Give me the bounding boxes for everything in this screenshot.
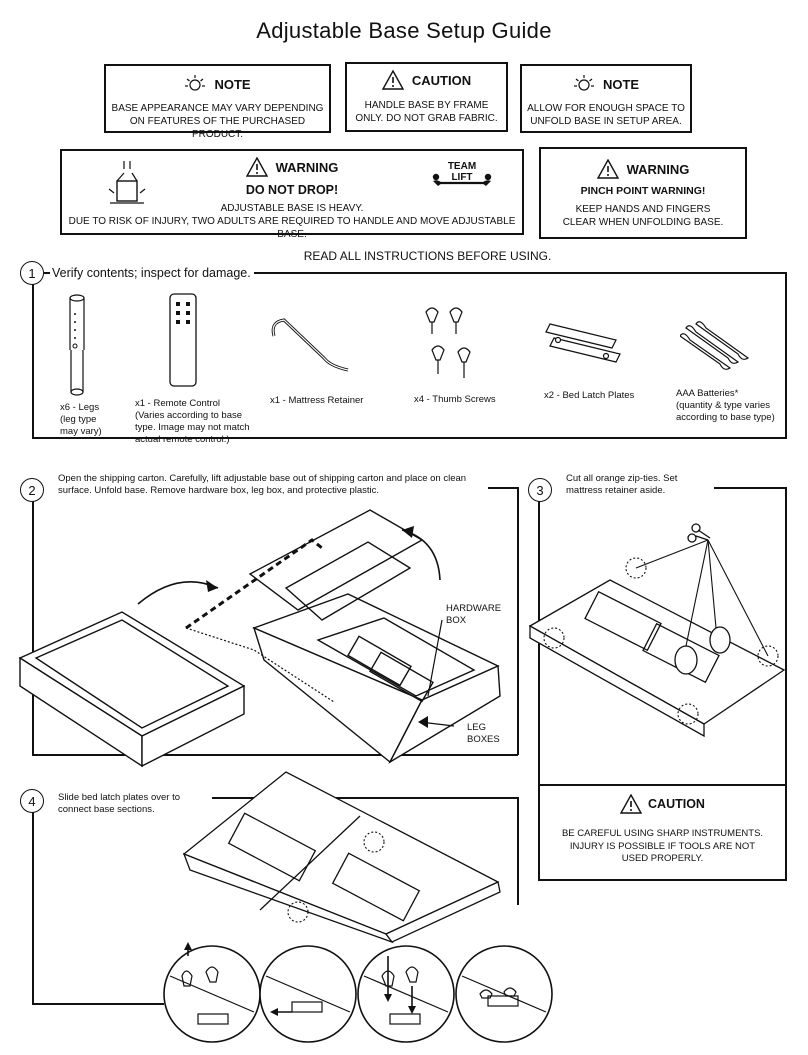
item-detail: actual remote control.) (135, 434, 230, 445)
label-line: BOX (446, 615, 467, 626)
warning-triangle-icon (596, 159, 619, 179)
step-instructions: Open the shipping carton. Carefully, lif… (58, 473, 466, 497)
item-qty: x1 - Remote Control (135, 398, 221, 409)
item-detail: type. Image may not match (135, 422, 250, 433)
item-detail: (quantity & type varies (676, 400, 770, 411)
team-lift-badge: TEAM LIFT (430, 161, 494, 186)
step-number: 3 (528, 478, 552, 502)
warning-line: KEEP HANDS AND FINGERS (575, 204, 711, 215)
caution-line: INJURY IS POSSIBLE IF TOOLS ARE NOT (569, 840, 756, 852)
item-detail: (leg type (60, 414, 97, 425)
note-line: BASE APPEARANCE MAY VARY DEPENDING (111, 103, 324, 114)
label-line: LEG (467, 722, 487, 733)
warning-triangle-icon (620, 794, 643, 814)
label-line: BOXES (467, 734, 500, 745)
dropped-box-icon (108, 161, 146, 204)
lightbulb-icon (185, 75, 206, 91)
note-box-space: NOTE ALLOW FOR ENOUGH SPACE TO UNFOLD BA… (520, 64, 692, 133)
step-line: Slide bed latch plates over to (58, 792, 180, 803)
item-caption-retainer: x1 - Mattress Retainer (270, 395, 363, 407)
hardware-box-label: HARDWARE BOX (446, 603, 501, 627)
leg-illustration (69, 294, 85, 396)
page-title: Adjustable Base Setup Guide (256, 18, 552, 43)
item-qty: x1 - Mattress Retainer (270, 395, 364, 406)
warning-subheading: PINCH POINT WARNING! (580, 185, 706, 197)
item-detail: (Varies according to base (135, 410, 243, 421)
step-line: Open the shipping carton. Carefully, lif… (58, 473, 467, 484)
note-line: UNFOLD BASE IN SETUP AREA. (530, 116, 682, 127)
note-box-appearance: NOTE BASE APPEARANCE MAY VARY DEPENDING … (104, 64, 331, 140)
item-qty: x4 - Thumb Screws (414, 394, 496, 405)
warning-box-drop: WARNING DO NOT DROP! ADJUSTABLE BASE IS … (60, 149, 524, 240)
item-caption-batteries: AAA Batteries* (quantity & type varies a… (676, 388, 775, 424)
warning-line: DUE TO RISK OF INJURY, TWO ADULTS ARE RE… (68, 216, 516, 240)
step-number: 1 (20, 261, 44, 285)
item-qty: AAA Batteries* (676, 388, 739, 399)
caution-box-handle: CAUTION HANDLE BASE BY FRAME ONLY. DO NO… (345, 62, 508, 132)
bed-latch-plates-illustration (545, 323, 621, 363)
step-line: Cut all orange zip-ties. Set (566, 473, 678, 484)
item-caption-latch-plates: x2 - Bed Latch Plates (544, 390, 634, 402)
caution-line: USED PROPERLY. (621, 853, 704, 864)
item-detail: may vary) (60, 426, 102, 437)
zip-tie-illustration (528, 523, 786, 738)
scissors-icon (687, 523, 711, 543)
team-lift-icon (432, 173, 492, 186)
warning-heading: WARNING (275, 159, 339, 175)
item-caption-thumb-screws: x4 - Thumb Screws (414, 394, 496, 406)
item-caption-remote: x1 - Remote Control (Varies according to… (135, 398, 250, 446)
step-number: 4 (20, 789, 44, 813)
caution-line: BE CAREFUL USING SHARP INSTRUMENTS. (561, 828, 764, 839)
caution-heading: CAUTION (411, 72, 472, 88)
step-number: 2 (20, 478, 44, 502)
mattress-retainer-illustration (271, 318, 349, 372)
step-title: Verify contents; inspect for damage. (52, 266, 251, 280)
step-line: connect base sections. (58, 804, 155, 815)
step-instructions: Cut all orange zip-ties. Set mattress re… (566, 473, 677, 497)
team-lift-text: LIFT (451, 172, 473, 183)
item-qty: x2 - Bed Latch Plates (544, 390, 635, 401)
step-line: surface. Unfold base. Remove hardware bo… (58, 485, 380, 496)
item-caption-legs: x6 - Legs (leg type may vary) (60, 402, 102, 438)
latch-detail-circles (163, 942, 553, 1043)
team-lift-text: TEAM (447, 161, 477, 172)
caution-sharp-box: CAUTION BE CAREFUL USING SHARP INSTRUMEN… (538, 784, 787, 881)
warning-line: CLEAR WHEN UNFOLDING BASE. (562, 217, 724, 228)
note-line: ON FEATURES OF THE PURCHASED PRODUCT. (129, 116, 306, 140)
caution-line: ONLY. DO NOT GRAB FABRIC. (355, 113, 498, 124)
thumb-screws-illustration (425, 307, 471, 378)
warning-box-pinch: WARNING PINCH POINT WARNING! KEEP HANDS … (539, 147, 747, 239)
warning-heading: WARNING (626, 161, 690, 177)
remote-control-illustration (169, 293, 197, 387)
leg-boxes-label: LEG BOXES (467, 722, 500, 746)
warning-subheading: DO NOT DROP! (245, 183, 339, 197)
unboxing-illustration (18, 509, 501, 768)
note-heading: NOTE (214, 76, 251, 92)
batteries-illustration (680, 321, 750, 370)
step-line: mattress retainer aside. (566, 485, 666, 496)
item-detail: according to base type) (676, 412, 775, 423)
warning-triangle-icon (245, 157, 268, 177)
caution-heading: CAUTION (648, 797, 705, 811)
label-line: HARDWARE (446, 603, 502, 614)
item-qty: x6 - Legs (60, 402, 100, 413)
read-all-instructions: READ ALL INSTRUCTIONS BEFORE USING. (303, 249, 552, 263)
warning-line: ADJUSTABLE BASE IS HEAVY. (220, 203, 364, 214)
lightbulb-icon (573, 75, 594, 91)
note-heading: NOTE (602, 76, 640, 92)
warning-triangle-icon (381, 70, 404, 90)
caution-line: HANDLE BASE BY FRAME (364, 100, 489, 111)
latch-plate-illustration (182, 771, 501, 944)
note-line: ALLOW FOR ENOUGH SPACE TO (527, 103, 685, 114)
step-instructions: Slide bed latch plates over to connect b… (58, 792, 180, 816)
